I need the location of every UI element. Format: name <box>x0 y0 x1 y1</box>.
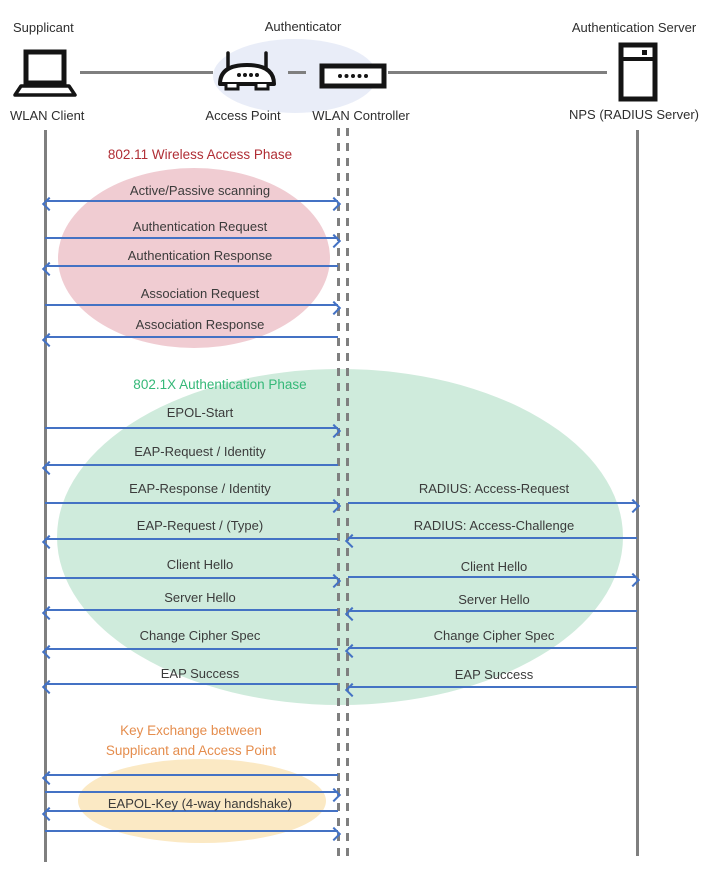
phase-title-1: 802.11 Wireless Access Phase <box>107 147 293 162</box>
lifeline-controller-right <box>346 128 349 856</box>
message-arrow <box>344 682 637 698</box>
message-label: EPOL-Start <box>166 405 234 420</box>
access-point-icon <box>215 48 281 97</box>
laptop-icon <box>13 49 77 104</box>
server-icon <box>618 42 658 107</box>
message-arrow <box>348 572 641 588</box>
device-label-wlan-client: WLAN Client <box>10 108 85 123</box>
device-label-nps-radius-server: NPS (RADIUS Server) <box>568 107 700 122</box>
message-label: RADIUS: Access-Challenge <box>413 518 575 533</box>
lifeline-controller-left <box>337 128 340 856</box>
message-arrow <box>45 233 342 249</box>
message-label: Client Hello <box>166 557 234 572</box>
connector-controller-server <box>388 71 607 74</box>
phase-ellipse-1 <box>58 168 330 348</box>
message-arrow <box>344 606 637 622</box>
message-arrow <box>45 423 342 439</box>
lifeline-radius-server <box>636 130 639 856</box>
message-label: RADIUS: Access-Request <box>418 481 570 496</box>
message-arrow <box>45 300 342 316</box>
message-label: Change Cipher Spec <box>139 628 261 643</box>
message-arrow <box>344 533 637 549</box>
role-label-authentication-server: Authentication Server <box>571 20 697 35</box>
message-arrow <box>45 573 342 589</box>
device-label-wlan-controller: WLAN Controller <box>312 108 410 123</box>
message-label: Change Cipher Spec <box>433 628 555 643</box>
connector-client-ap <box>80 71 213 74</box>
message-label: Client Hello <box>460 559 528 574</box>
message-arrow <box>41 332 338 348</box>
message-label: EAP-Request / (Type) <box>136 518 264 533</box>
message-arrow <box>41 806 338 822</box>
message-arrow <box>41 196 342 212</box>
message-arrow <box>41 679 338 695</box>
message-label: Active/Passive scanning <box>129 183 271 198</box>
lifeline-wlan-client <box>44 130 47 862</box>
message-arrow <box>41 605 338 621</box>
phase-ellipse-3 <box>78 759 326 843</box>
device-label-access-point: Access Point <box>205 108 281 123</box>
message-arrow <box>41 770 338 786</box>
message-label: Association Request <box>140 286 260 301</box>
message-arrow <box>45 498 342 514</box>
message-label: EAP Success <box>160 666 240 681</box>
message-label: Authentication Response <box>127 248 273 263</box>
message-arrow <box>41 261 338 277</box>
message-label: EAPOL-Key (4-way handshake) <box>107 796 293 811</box>
phase-title-3: Key Exchange between Supplicant and Acce… <box>105 723 277 758</box>
message-label: EAP-Request / Identity <box>134 444 266 459</box>
message-arrow <box>45 787 342 803</box>
message-arrow <box>348 498 641 514</box>
message-label: EAP-Response / Identity <box>129 481 271 496</box>
message-label: Authentication Request <box>132 219 268 234</box>
role-label-supplicant: Supplicant <box>13 20 74 35</box>
message-arrow <box>45 826 342 842</box>
message-arrow <box>344 643 637 659</box>
message-label: EAP Success <box>454 667 534 682</box>
message-label: Server Hello <box>164 590 236 605</box>
message-arrow <box>41 644 338 660</box>
connector-ap-controller <box>288 71 306 74</box>
phase-title-2: 802.1X Authentication Phase <box>133 377 307 392</box>
role-label-authenticator: Authenticator <box>264 19 342 34</box>
message-arrow <box>41 460 338 476</box>
message-label: Association Response <box>135 317 265 332</box>
message-arrow <box>41 534 338 550</box>
message-label: Server Hello <box>458 592 530 607</box>
wlan-controller-icon <box>319 63 387 94</box>
